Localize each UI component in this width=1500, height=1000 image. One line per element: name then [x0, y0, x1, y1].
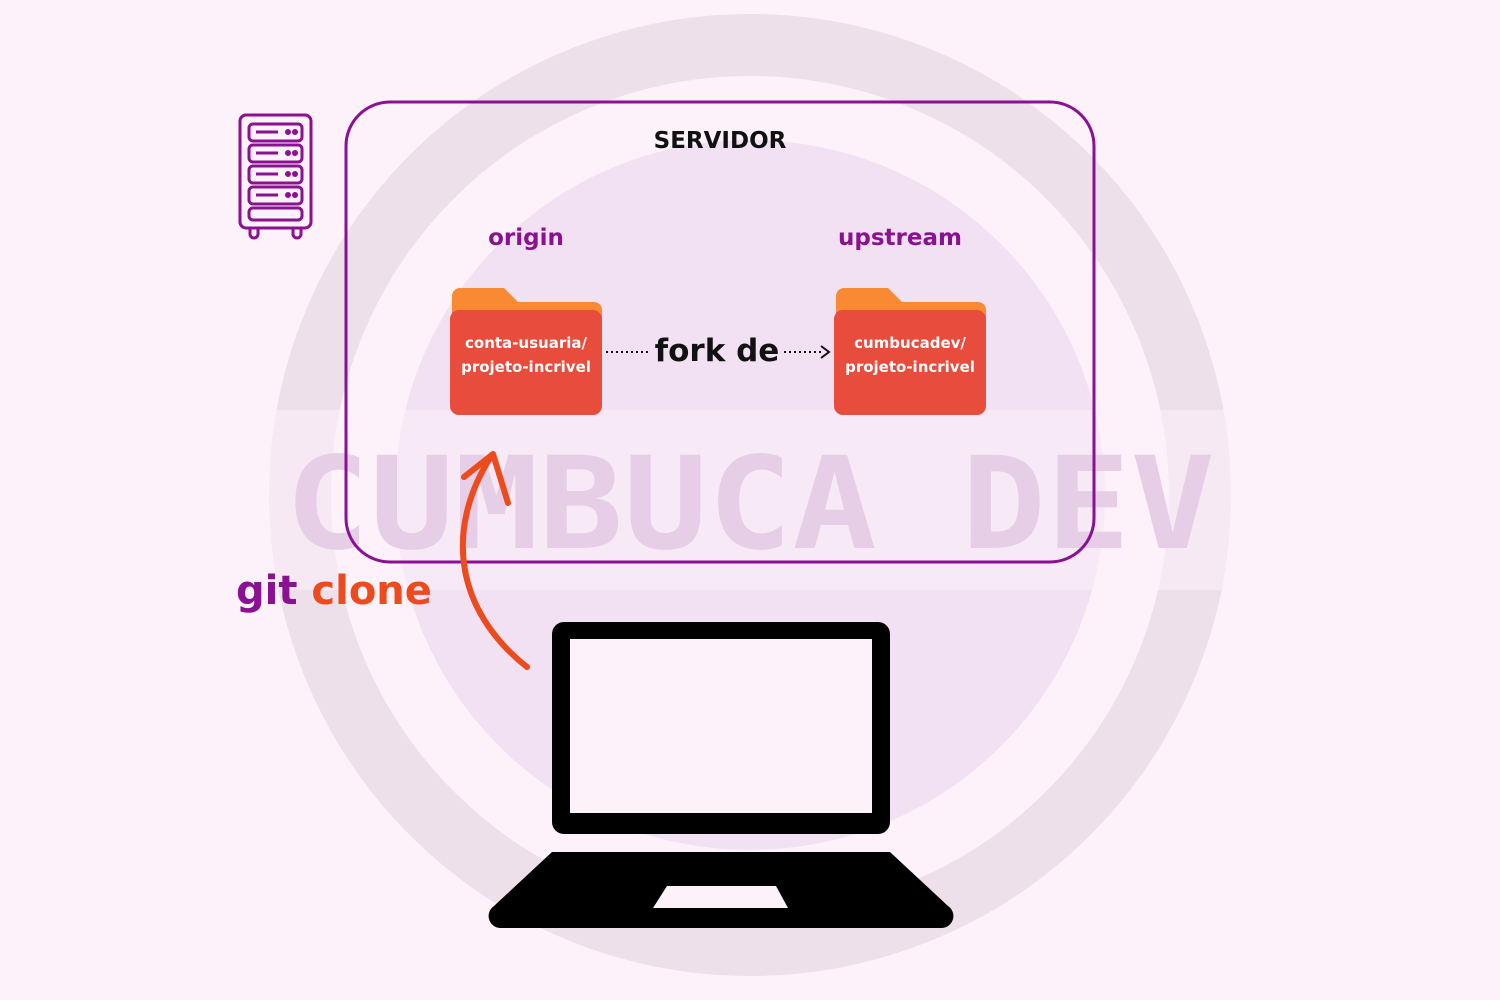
git-word: git: [236, 568, 298, 614]
origin-label: origin: [488, 225, 564, 251]
curved-arrow-icon: [459, 451, 530, 670]
watermark-text: CUMBUCA DEV: [285, 430, 1215, 579]
server-rack-icon: [238, 113, 313, 240]
git-clone-label: git clone: [236, 568, 432, 614]
origin-repo-line2: projeto-incrivel: [461, 358, 591, 376]
upstream-repo-line2: projeto-incrivel: [845, 358, 975, 376]
upstream-folder-icon: [834, 288, 986, 415]
laptop-icon: [488, 622, 954, 928]
origin-repo-name: conta-usuaria/ projeto-incrivel: [450, 331, 602, 379]
origin-repo-line1: conta-usuaria/: [465, 334, 587, 352]
upstream-repo-name: cumbucadev/ projeto-incrivel: [834, 331, 986, 379]
server-box: [344, 100, 1096, 564]
clone-word: clone: [311, 568, 432, 614]
arrow-head-icon: [820, 345, 831, 359]
fork-connector: [606, 345, 831, 359]
fork-label: fork de: [654, 333, 780, 369]
origin-folder-icon: [450, 288, 602, 415]
server-title: SERVIDOR: [653, 128, 787, 154]
upstream-repo-line1: cumbucadev/: [854, 334, 966, 352]
upstream-label: upstream: [838, 225, 962, 251]
